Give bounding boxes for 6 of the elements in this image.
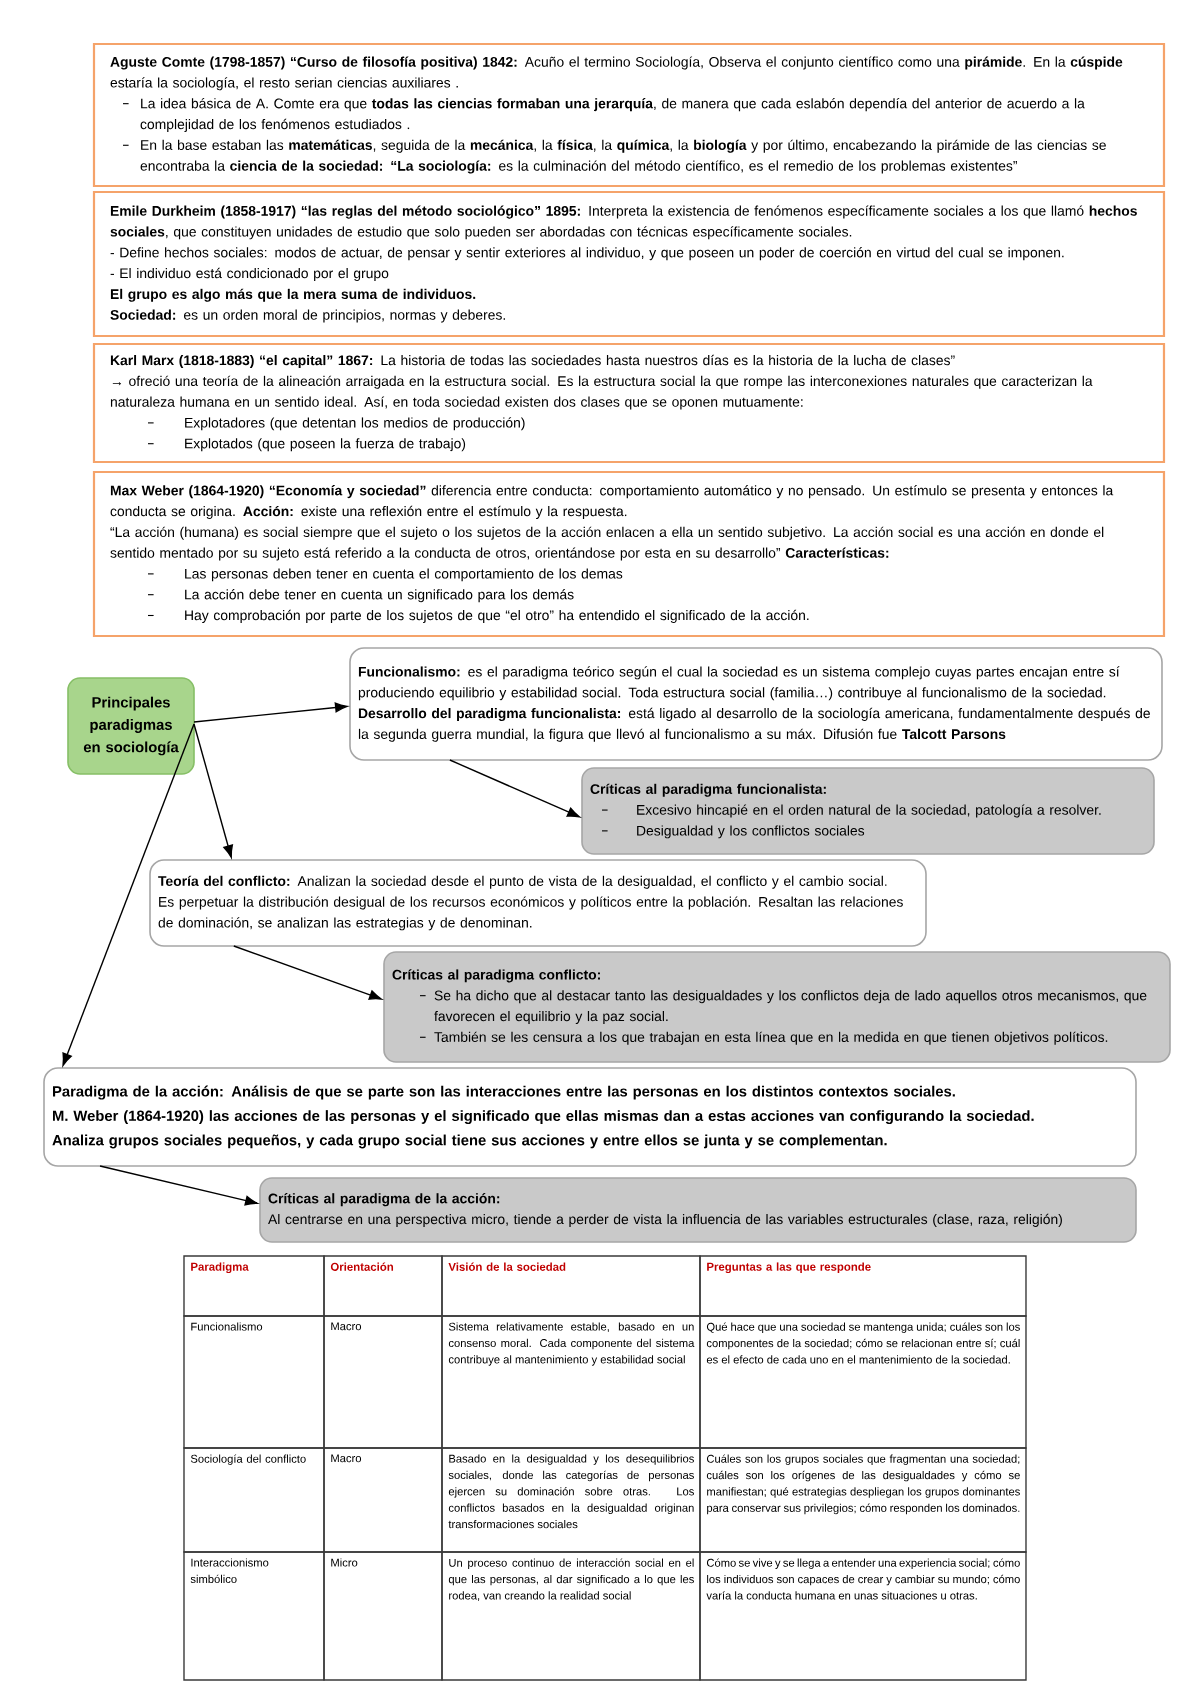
arrow <box>233 945 382 1000</box>
arrow <box>99 1165 258 1206</box>
arrow <box>193 723 233 858</box>
arrow <box>193 702 348 723</box>
arrow <box>62 723 195 1066</box>
arrow <box>449 759 580 818</box>
